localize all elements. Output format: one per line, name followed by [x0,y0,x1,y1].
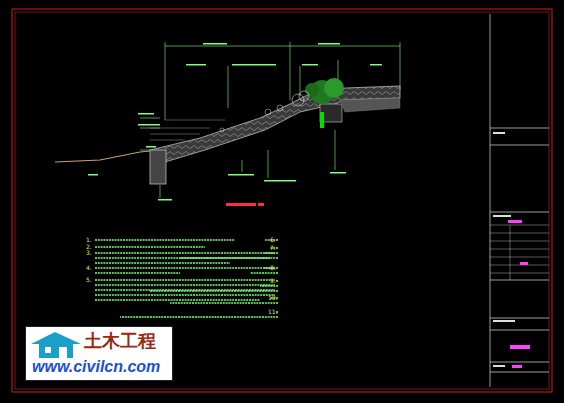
watermark-title: 土木工程 [84,331,156,351]
dimension-lines [140,42,400,198]
section-caption [226,203,264,206]
note-number: 3. [86,250,92,256]
note-number: 1. [86,237,92,243]
note-number: 4. [86,265,92,271]
note-number: 9. [270,278,276,284]
shrubs [220,78,344,132]
note-number: 11. [268,309,278,315]
note-number: 8. [270,265,276,271]
house-icon [29,330,85,360]
watermark-box: 土木工程 www.civilcn.com [25,326,173,381]
title-block-grid [490,225,549,280]
note-number: 7. [270,245,276,251]
ground-line [55,150,160,162]
note-number: 10. [268,295,278,301]
toe-block [150,150,166,184]
note-number: 5. [86,277,92,283]
watermark-url: www.civilcn.com [32,358,160,376]
note-number: 6. [270,237,276,243]
notes-text [95,240,278,317]
riprap-slope [150,86,400,162]
title-block [490,14,549,387]
